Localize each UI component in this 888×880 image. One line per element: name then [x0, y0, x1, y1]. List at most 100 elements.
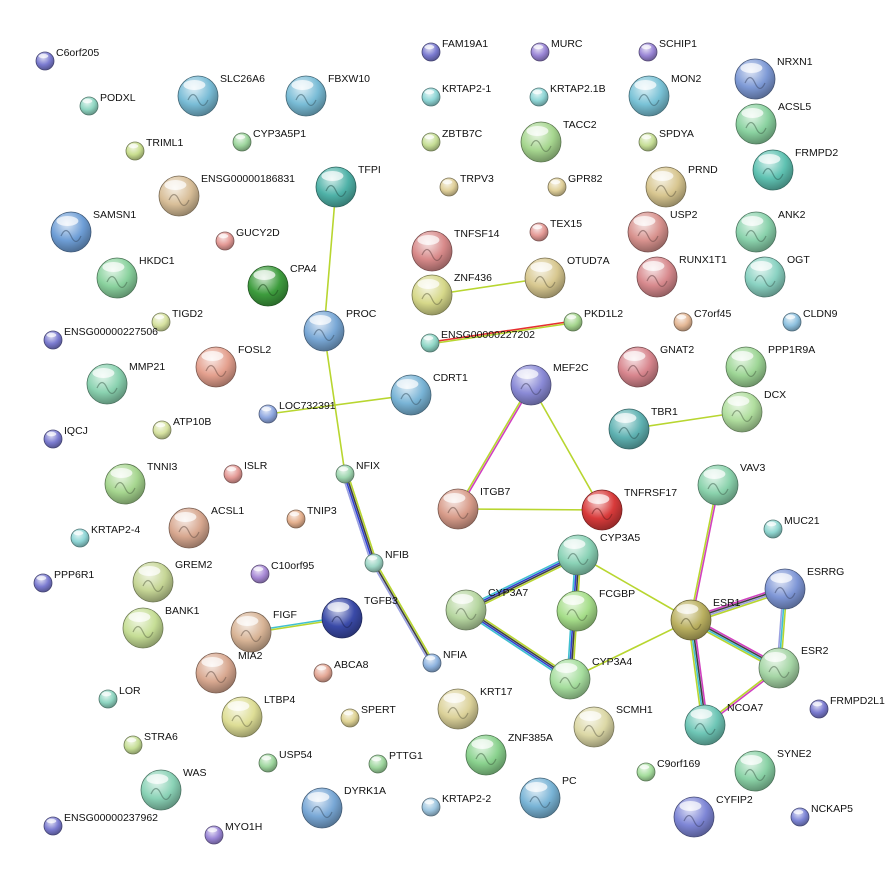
- node-zbtb7c[interactable]: ZBTB7C: [421, 128, 483, 152]
- node-tacc2[interactable]: TACC2: [520, 119, 597, 163]
- edge-cyp3a4-esr1[interactable]: [569, 619, 692, 680]
- node-ensg00000186831[interactable]: ENSG00000186831: [158, 173, 295, 217]
- node-ogt[interactable]: OGT: [744, 254, 810, 298]
- node-trpv3[interactable]: TRPV3: [439, 173, 494, 197]
- node-tigd2[interactable]: TIGD2: [151, 308, 203, 332]
- node-usp2[interactable]: USP2: [627, 209, 698, 253]
- edge-cyp3a5-esr1[interactable]: [577, 554, 692, 621]
- node-cyp3a5[interactable]: CYP3A5: [557, 532, 640, 576]
- node-ensg00000237962[interactable]: ENSG00000237962: [43, 812, 158, 836]
- node-mef2c[interactable]: MEF2C: [510, 362, 589, 406]
- node-tbr1[interactable]: TBR1: [608, 406, 678, 450]
- node-dyrk1a[interactable]: DYRK1A: [301, 785, 386, 829]
- node-tnfsf14[interactable]: TNFSF14: [411, 228, 500, 272]
- node-ensg00000227506[interactable]: ENSG00000227506: [43, 326, 158, 350]
- node-mmp21[interactable]: MMP21: [86, 361, 165, 405]
- edge-cyp3a7-cyp3a4[interactable]: [463, 606, 573, 683]
- node-fbxw10[interactable]: FBXW10: [285, 73, 370, 117]
- node-tgfb3[interactable]: TGFB3: [321, 595, 398, 639]
- node-iqcj[interactable]: IQCJ: [43, 425, 88, 449]
- node-c9orf169[interactable]: C9orf169: [636, 758, 700, 782]
- node-c7orf45[interactable]: C7orf45: [673, 308, 732, 332]
- node-muc21[interactable]: MUC21: [763, 515, 820, 539]
- node-usp54[interactable]: USP54: [258, 749, 312, 773]
- node-nfib[interactable]: NFIB: [364, 549, 409, 573]
- node-frmpd2[interactable]: FRMPD2: [752, 147, 838, 191]
- node-otud7a[interactable]: OTUD7A: [524, 255, 610, 299]
- node-lor[interactable]: LOR: [98, 685, 141, 709]
- node-acsl1[interactable]: ACSL1: [168, 505, 244, 549]
- node-cdrt1[interactable]: CDRT1: [390, 372, 468, 416]
- node-cldn9[interactable]: CLDN9: [782, 308, 838, 332]
- edge-tfpi-proc[interactable]: [323, 186, 337, 332]
- node-cyp3a4[interactable]: CYP3A4: [549, 656, 632, 700]
- node-ncoa7[interactable]: NCOA7: [684, 702, 763, 746]
- node-loc732391[interactable]: LOC732391: [258, 400, 336, 424]
- node-krtap2-2[interactable]: KRTAP2-2: [421, 793, 491, 817]
- node-esrrg[interactable]: ESRRG: [764, 566, 844, 610]
- node-krtap2-4[interactable]: KRTAP2-4: [70, 524, 140, 548]
- node-tnni3[interactable]: TNNI3: [104, 461, 177, 505]
- node-ensg00000227202[interactable]: ENSG00000227202: [420, 329, 535, 353]
- node-syne2[interactable]: SYNE2: [734, 748, 812, 792]
- node-fam19a1[interactable]: FAM19A1: [421, 38, 488, 62]
- node-tnip3[interactable]: TNIP3: [286, 505, 337, 529]
- node-znf436[interactable]: ZNF436: [411, 272, 492, 316]
- node-hkdc1[interactable]: HKDC1: [96, 255, 175, 299]
- edge-proc-nfix[interactable]: [323, 330, 346, 475]
- edge-mef2c-itgb7[interactable]: [456, 383, 533, 511]
- node-dcx[interactable]: DCX: [721, 389, 786, 433]
- node-podxl[interactable]: PODXL: [79, 92, 136, 116]
- node-ank2[interactable]: ANK2: [735, 209, 806, 253]
- edge-cyp3a5-cyp3a7[interactable]: [464, 551, 580, 614]
- node-runx1t1[interactable]: RUNX1T1: [636, 254, 727, 298]
- node-bank1[interactable]: BANK1: [122, 605, 200, 649]
- edge-ensg00000227202-pkd1l2[interactable]: [429, 320, 574, 345]
- node-c10orf95[interactable]: C10orf95: [250, 560, 314, 584]
- node-spdya[interactable]: SPDYA: [638, 128, 694, 152]
- node-ppp6r1[interactable]: PPP6R1: [33, 569, 94, 593]
- node-spert[interactable]: SPERT: [340, 704, 396, 728]
- node-fcgbp[interactable]: FCGBP: [556, 588, 635, 632]
- node-myo1h[interactable]: MYO1H: [204, 821, 262, 845]
- node-samsn1[interactable]: SAMSN1: [50, 209, 136, 253]
- node-abca8[interactable]: ABCA8: [313, 659, 369, 683]
- node-esr2[interactable]: ESR2: [758, 645, 829, 689]
- edge-nfib-nfia[interactable]: [371, 561, 435, 665]
- node-esr1[interactable]: ESR1: [670, 597, 741, 641]
- node-mon2[interactable]: MON2: [628, 73, 701, 117]
- node-nfix[interactable]: NFIX: [335, 460, 380, 484]
- node-nfia[interactable]: NFIA: [422, 649, 467, 673]
- node-tex15[interactable]: TEX15: [529, 218, 582, 242]
- node-cyfip2[interactable]: CYFIP2: [673, 794, 753, 838]
- node-vav3[interactable]: VAV3: [697, 462, 765, 506]
- node-ltbp4[interactable]: LTBP4: [221, 694, 295, 738]
- node-c6orf205[interactable]: C6orf205: [35, 47, 99, 71]
- node-krt17[interactable]: KRT17: [437, 686, 513, 730]
- node-acsl5[interactable]: ACSL5: [735, 101, 811, 145]
- node-atp10b[interactable]: ATP10B: [152, 416, 211, 440]
- node-triml1[interactable]: TRIML1: [125, 137, 184, 161]
- node-znf385a[interactable]: ZNF385A: [465, 732, 553, 776]
- edge-nfix-nfib[interactable]: [341, 472, 378, 565]
- node-grem2[interactable]: GREM2: [132, 559, 213, 603]
- node-tfpi[interactable]: TFPI: [315, 164, 381, 208]
- node-prnd[interactable]: PRND: [645, 164, 718, 208]
- node-murc[interactable]: MURC: [530, 38, 583, 62]
- node-tnfrsf17[interactable]: TNFRSF17: [581, 487, 677, 531]
- node-nrxn1[interactable]: NRXN1: [734, 56, 813, 100]
- node-scmh1[interactable]: SCMH1: [573, 704, 653, 748]
- node-stra6[interactable]: STRA6: [123, 731, 178, 755]
- node-mia2[interactable]: MIA2: [195, 650, 263, 694]
- node-islr[interactable]: ISLR: [223, 460, 268, 484]
- node-frmpd2l1[interactable]: FRMPD2L1: [809, 695, 885, 719]
- node-cyp3a7[interactable]: CYP3A7: [445, 587, 528, 631]
- node-krtap2-1b[interactable]: KRTAP2.1B: [529, 83, 606, 107]
- node-slc26a6[interactable]: SLC26A6: [177, 73, 265, 117]
- node-fosl2[interactable]: FOSL2: [195, 344, 271, 388]
- edge-loc732391-cdrt1[interactable]: [267, 394, 412, 415]
- edge-vav3-esr1[interactable]: [689, 484, 720, 621]
- node-was[interactable]: WAS: [140, 767, 207, 811]
- edge-itgb7-tnfrsf17[interactable]: [457, 508, 603, 511]
- node-proc[interactable]: PROC: [303, 308, 377, 352]
